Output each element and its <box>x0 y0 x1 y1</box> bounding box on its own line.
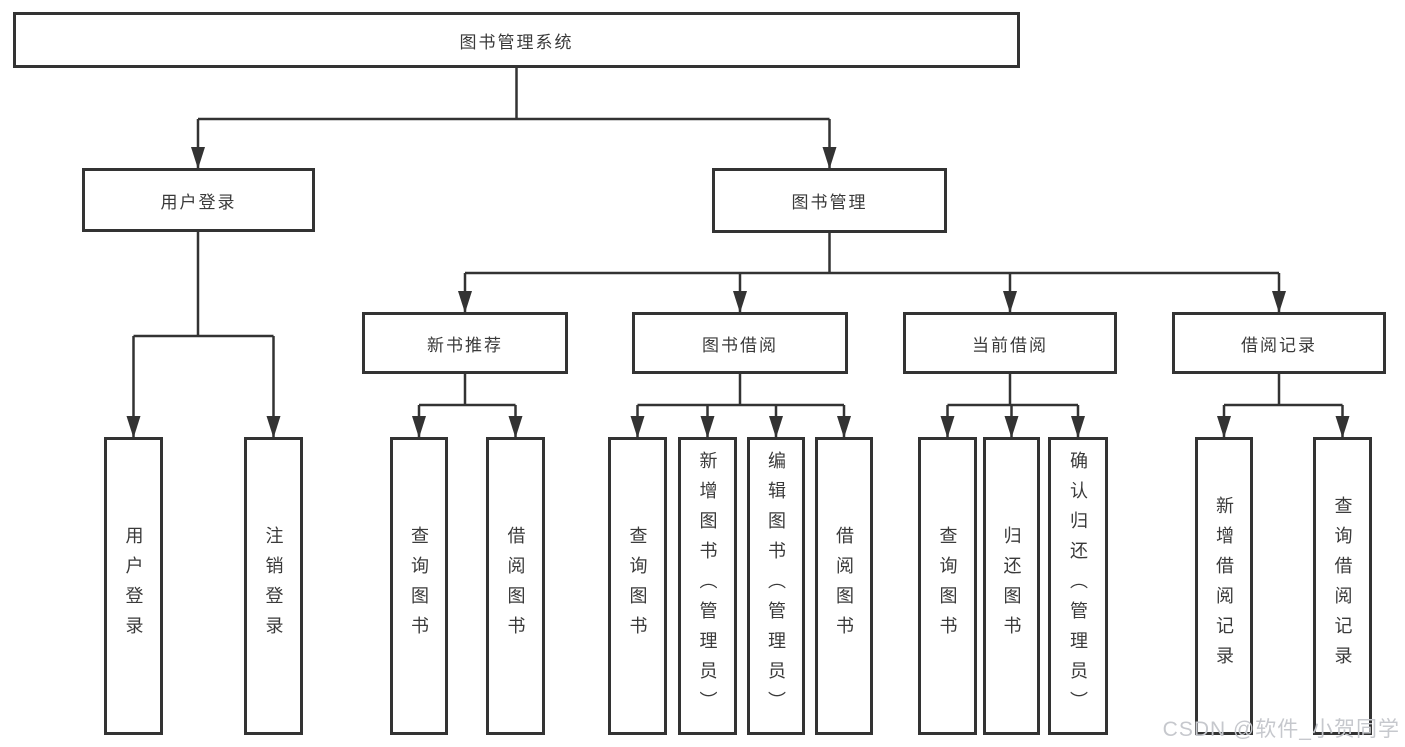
node-label: 当前借阅 <box>972 335 1048 355</box>
connector-recommend-to-leaves <box>412 374 523 438</box>
node-label: 查询图书 <box>937 526 958 646</box>
connector-user-login-to-leaves <box>126 232 281 438</box>
node-label: 确认归还（管理员） <box>1068 451 1088 721</box>
node-label: 新增图书（管理员） <box>697 451 718 721</box>
node-label: 借阅记录 <box>1241 335 1317 355</box>
node-label: 图书管理 <box>791 193 868 212</box>
node-label: 查询借阅记录 <box>1332 496 1353 676</box>
node-label: 图书管理系统 <box>459 32 574 52</box>
connector-records-to-leaves <box>1217 374 1350 438</box>
csdn-watermark: CSDN @软件_小贺同学 <box>1162 718 1400 741</box>
leaf-return-books: 归还图书 <box>983 437 1040 735</box>
connector-current-to-leaves <box>940 374 1085 438</box>
leaf-query-borrow-record: 查询借阅记录 <box>1313 437 1372 735</box>
node-label: 新增借阅记录 <box>1214 496 1234 676</box>
connector-book-management-to-level3 <box>458 233 1286 313</box>
node-borrowing-records: 借阅记录 <box>1172 312 1386 374</box>
node-label: 查询图书 <box>409 526 429 646</box>
node-label: 用户登录 <box>160 192 237 212</box>
node-label: 用户登录 <box>123 526 144 646</box>
connector-root-to-level2 <box>191 68 837 169</box>
node-library-system: 图书管理系统 <box>13 12 1020 68</box>
node-label: 借阅图书 <box>505 526 526 646</box>
node-user-login: 用户登录 <box>82 168 315 232</box>
node-new-book-recommend: 新书推荐 <box>362 312 568 374</box>
leaf-add-borrow-record: 新增借阅记录 <box>1195 437 1253 735</box>
node-book-borrowing: 图书借阅 <box>632 312 848 374</box>
leaf-borrow-books-recommend: 借阅图书 <box>486 437 545 735</box>
leaf-logout-login: 注销登录 <box>244 437 303 735</box>
leaf-query-books-borrowing: 查询图书 <box>608 437 667 735</box>
leaf-borrow-books-borrowing: 借阅图书 <box>815 437 873 735</box>
node-label: 归还图书 <box>1001 526 1022 646</box>
leaf-user-login: 用户登录 <box>104 437 163 735</box>
leaf-query-books-current: 查询图书 <box>918 437 977 735</box>
node-book-management: 图书管理 <box>712 168 947 233</box>
leaf-edit-books-admin: 编辑图书（管理员） <box>747 437 805 735</box>
node-label: 借阅图书 <box>834 526 854 646</box>
node-label: 新书推荐 <box>427 335 503 355</box>
leaf-query-books-recommend: 查询图书 <box>390 437 448 735</box>
leaf-confirm-return-admin: 确认归还（管理员） <box>1048 437 1108 735</box>
node-label: 查询图书 <box>627 526 648 646</box>
connector-borrowing-to-leaves <box>630 374 851 438</box>
node-label: 图书借阅 <box>702 335 778 355</box>
node-label: 编辑图书（管理员） <box>766 451 786 721</box>
node-label: 注销登录 <box>263 526 284 646</box>
node-current-borrowing: 当前借阅 <box>903 312 1117 374</box>
leaf-add-books-admin: 新增图书（管理员） <box>678 437 737 735</box>
